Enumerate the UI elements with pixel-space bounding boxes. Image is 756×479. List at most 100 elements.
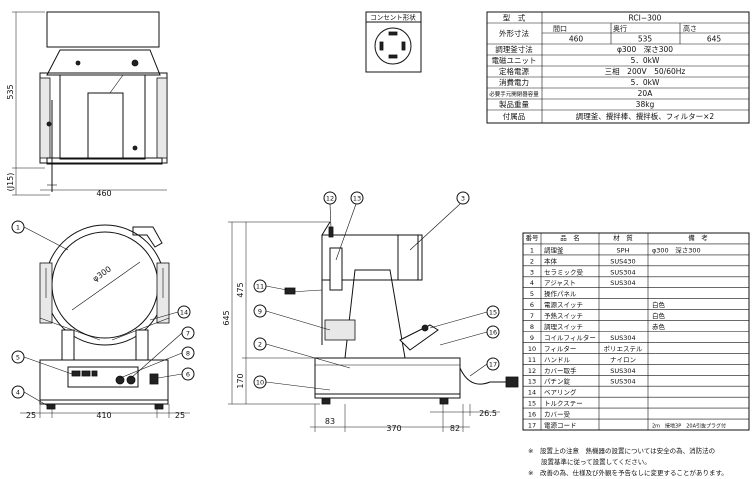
- dim-82: 82: [450, 424, 460, 433]
- parts-cell: コイルフィルター: [544, 333, 596, 342]
- parts-cell: 10: [528, 345, 536, 353]
- parts-cell: ポリエステル: [604, 345, 644, 353]
- spec-value-h: 645: [707, 35, 722, 44]
- spec-table: 型 式 RCI−300 外形寸法 間口 奥行 高さ 460 535 645 調理…: [486, 11, 750, 124]
- outlet-shape: コンセント形状: [365, 11, 422, 73]
- note-2: ※ 改善の為、仕様及び外観を予告なしに変更することがあります。: [528, 468, 728, 477]
- parts-cell: 12: [528, 367, 536, 375]
- spec-label-8: 付属品: [503, 111, 526, 121]
- parts-cell: ベアリング: [544, 388, 577, 397]
- spec-label-0: 型 式: [503, 13, 526, 23]
- parts-cell: セラミック受: [544, 267, 584, 276]
- callout-11: 11: [256, 283, 264, 291]
- spec-value-2: φ300 深さ300: [617, 45, 673, 54]
- parts-cell: カバー取手: [544, 366, 577, 375]
- parts-cell: 4: [530, 279, 534, 287]
- spec-value-d: 535: [638, 35, 653, 44]
- spec-sub-1: 奥行: [613, 24, 627, 33]
- parts-cell: 赤色: [652, 322, 666, 331]
- parts-cell: 調理スイッチ: [544, 322, 583, 331]
- parts-cell: 14: [528, 389, 536, 397]
- parts-cell: カバー受: [544, 410, 571, 419]
- spec-label-4: 定格電源: [499, 66, 529, 76]
- notes: ※ 設置上の注意 熱機器の設置については安全の為、消防法の 設置基準に従って設置…: [528, 446, 728, 477]
- callout-12: 12: [326, 195, 334, 203]
- callout-3: 3: [461, 195, 465, 203]
- spec-label-7: 製品重量: [499, 99, 529, 109]
- callout-5: 5: [16, 354, 20, 362]
- callout-1: 1: [16, 224, 20, 232]
- callout-14: 14: [180, 309, 188, 317]
- callout-9: 9: [258, 308, 262, 316]
- parts-cell: 調理釜: [544, 245, 564, 254]
- callout-2: 2: [258, 341, 262, 349]
- callout-15: 15: [489, 309, 497, 317]
- parts-cell: φ300 深さ300: [652, 245, 701, 254]
- spec-value-0: RCI−300: [629, 14, 662, 23]
- spec-sub-2: 高さ: [683, 24, 697, 33]
- front-view: φ300 25 410 25 1 14 7 8: [11, 220, 195, 420]
- parts-cell: アジャスト: [544, 279, 576, 287]
- callout-13: 13: [353, 195, 361, 203]
- parts-cell: 7: [530, 312, 534, 320]
- parts-cell: 13: [528, 378, 536, 386]
- callout-8: 8: [186, 350, 190, 358]
- parts-cell: 6: [530, 301, 534, 309]
- spec-value-w: 460: [569, 35, 584, 44]
- parts-cell: 2m 接地3P 20A引抜プラグ付: [652, 423, 726, 430]
- dim-370: 370: [386, 424, 401, 433]
- parts-cell: 電源コード: [544, 421, 577, 430]
- outlet-title: コンセント形状: [370, 13, 416, 22]
- parts-cell: 操作パネル: [544, 289, 577, 298]
- parts-cell: SUS304: [610, 378, 635, 386]
- parts-cell: SUS304: [610, 268, 635, 276]
- parts-header-0: 番号: [526, 234, 540, 242]
- spec-value-8: 調理釜、攪拌棒、攪拌板、フィルター×2: [576, 111, 715, 121]
- spec-value-6: 20A: [638, 89, 654, 98]
- parts-cell: 予熱スイッチ: [544, 311, 583, 320]
- dim-265: 26.5: [479, 409, 497, 418]
- callout-4: 4: [16, 389, 20, 397]
- parts-header-1: 品 名: [560, 233, 580, 242]
- parts-cell: トルクステー: [544, 400, 583, 408]
- spec-value-7: 38kg: [636, 100, 655, 109]
- parts-cell: パチン錠: [544, 377, 571, 386]
- parts-cell: 8: [530, 323, 534, 331]
- parts-cell: 本体: [544, 256, 558, 265]
- parts-cell: 9: [530, 334, 534, 342]
- parts-cell: SUS304: [610, 367, 635, 375]
- spec-label-5: 消費電力: [499, 77, 529, 87]
- parts-cell: SUS430: [610, 257, 635, 265]
- spec-value-3: 5．0kW: [631, 56, 660, 65]
- note-1: 設置基準に従って設置してください。: [528, 457, 651, 466]
- spec-label-1: 外形寸法: [499, 28, 529, 38]
- spec-value-4: 三相 200V 50/60Hz: [605, 66, 686, 76]
- spec-label-6: 必要手元開閉器容量: [489, 90, 539, 98]
- dim-460-top: 460: [96, 189, 111, 198]
- parts-cell: 11: [528, 356, 536, 364]
- spec-value-5: 5．0kW: [631, 78, 660, 87]
- parts-cell: 白色: [652, 300, 666, 309]
- parts-cell: ハンドル: [544, 356, 571, 364]
- parts-cell: フィルター: [544, 344, 576, 353]
- spec-sub-0: 間口: [553, 25, 567, 33]
- dim-83: 83: [325, 417, 335, 426]
- dim-410: 410: [96, 411, 111, 420]
- parts-cell: SPH: [617, 246, 630, 254]
- spec-label-2: 調理釜寸法: [495, 44, 533, 54]
- dim-j15: (J15): [6, 173, 15, 192]
- parts-cell: SUS304: [610, 279, 635, 287]
- parts-cell: 1: [530, 246, 534, 254]
- parts-cell: ナイロン: [610, 356, 636, 364]
- parts-cell: SUS304: [610, 334, 635, 342]
- parts-cell: 5: [530, 290, 534, 298]
- callout-16: 16: [489, 329, 497, 337]
- callout-10: 10: [256, 379, 264, 387]
- parts-cell: 白色: [652, 311, 666, 320]
- parts-header-3: 備 考: [688, 233, 708, 242]
- parts-cell: 16: [528, 411, 536, 419]
- rear-view: 535 (J15) 460: [6, 11, 168, 198]
- parts-cell: 電源スイッチ: [544, 300, 583, 309]
